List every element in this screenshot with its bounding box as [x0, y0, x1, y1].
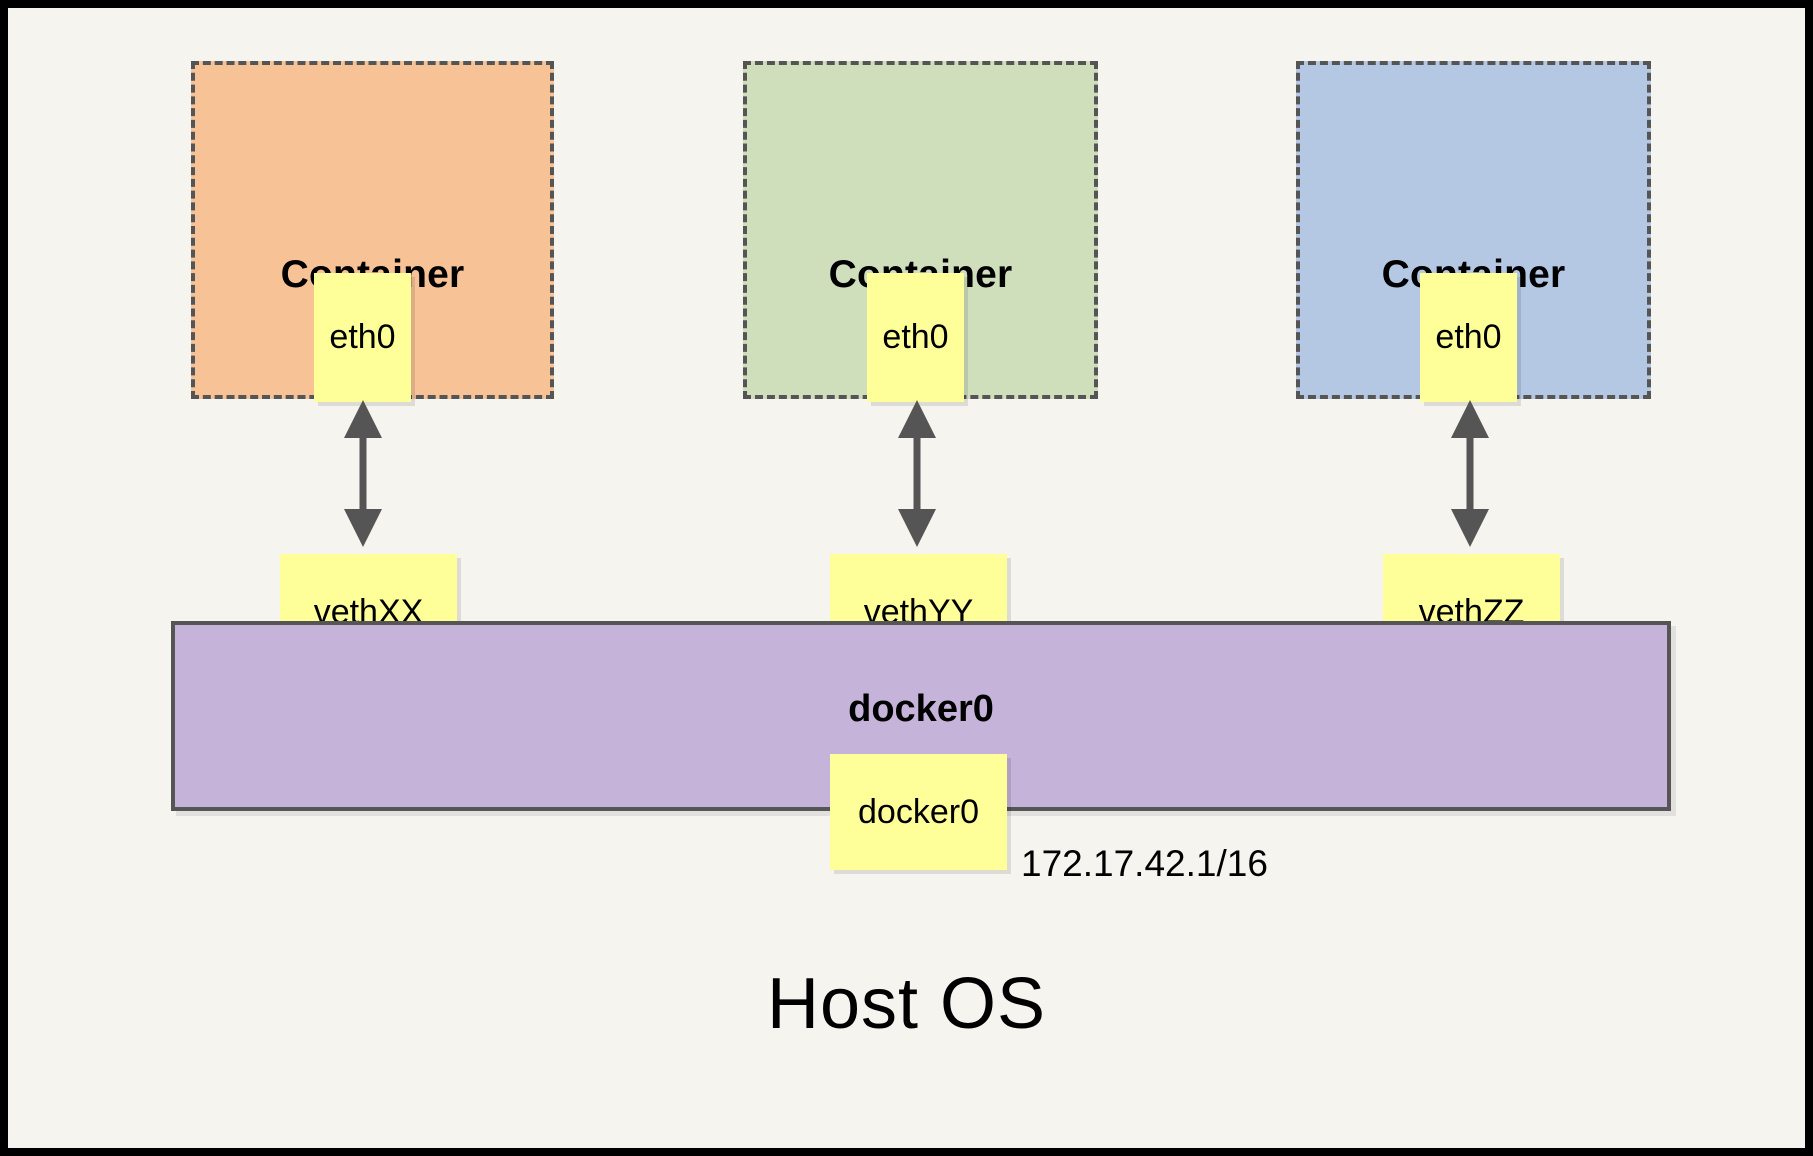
veth-link-arrow-1	[344, 400, 382, 547]
docker0-ip-label: 172.17.42.1/16	[1021, 843, 1268, 884]
container-eth0-label-3: eth0	[1435, 318, 1502, 356]
docker0-port-box: docker0	[830, 754, 1007, 870]
docker0-bridge-label: docker0	[848, 688, 994, 730]
container-eth0-label-1: eth0	[329, 318, 396, 356]
veth-link-arrow-3	[1451, 400, 1489, 547]
host-os-label: Host OS	[766, 964, 1047, 1044]
container-eth0-1: eth0	[314, 273, 411, 402]
docker0-port-label: docker0	[858, 792, 979, 831]
container-eth0-3: eth0	[1420, 273, 1517, 402]
container-eth0-2: eth0	[867, 273, 964, 402]
veth-link-arrow-2	[898, 400, 936, 547]
container-eth0-label-2: eth0	[882, 318, 949, 356]
